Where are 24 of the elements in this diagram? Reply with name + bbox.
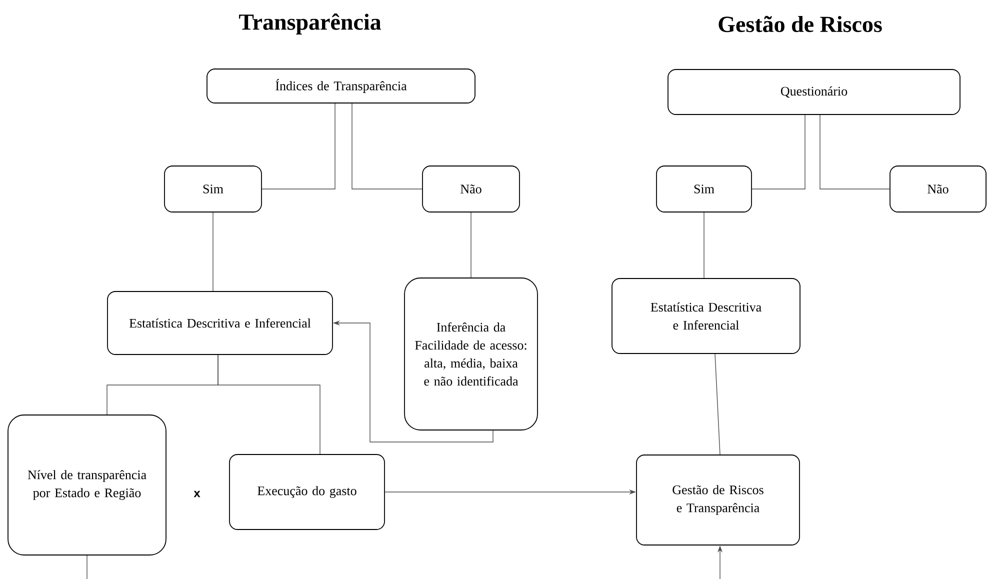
connector-line xyxy=(752,114,806,190)
process-box: Gestão de Riscos e Transparência xyxy=(636,454,800,546)
process-box: Sim xyxy=(164,166,262,212)
heading: Gestão de Riscos xyxy=(718,16,882,32)
process-box: Execução do gasto xyxy=(229,454,385,530)
connector-line xyxy=(218,354,320,454)
connector-line xyxy=(470,212,472,278)
process-box: Estatística Descritiva e Inferencial xyxy=(107,291,333,355)
cross-mark: x xyxy=(194,490,200,498)
process-box: Questionário xyxy=(668,69,960,115)
process-box: Não xyxy=(422,166,520,212)
process-box: Nível de transparência por Estado e Região xyxy=(8,414,166,556)
connector-line xyxy=(820,114,890,190)
process-box: Não xyxy=(890,166,986,212)
process-box: Estatística Descritiva e Inferencial xyxy=(612,278,800,354)
connector-line xyxy=(262,103,336,190)
process-box: Inferência da Facilidade de acesso: alta, média, baixa e não identificada xyxy=(404,278,538,430)
connector-line xyxy=(86,555,88,579)
heading: Transparência xyxy=(239,13,381,35)
connector-line xyxy=(714,354,720,455)
process-box: Índices de Transparência xyxy=(206,68,476,104)
process-box: Sim xyxy=(656,166,752,212)
connector-line xyxy=(212,212,214,292)
connector-line xyxy=(352,103,422,190)
